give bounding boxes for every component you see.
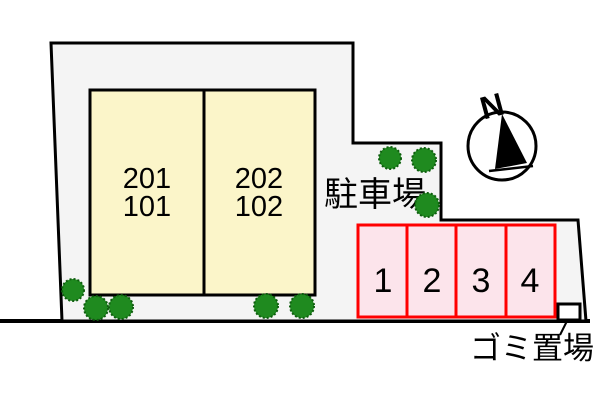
parking-stall-number-2: 2	[423, 262, 442, 300]
parking-stall-number-1: 1	[374, 262, 393, 300]
building-1-upper-label: 201	[123, 163, 171, 195]
building-1-lower-label: 101	[123, 191, 171, 223]
parking-lot-label: 駐車場	[324, 176, 426, 214]
garbage-leader-line	[559, 320, 568, 336]
tree-icon	[83, 295, 109, 321]
building-unit-1	[88, 88, 206, 297]
tree-icon	[289, 293, 315, 319]
compass-needle	[495, 114, 527, 169]
tree-icon	[61, 278, 85, 302]
garbage-box-marker	[556, 302, 582, 322]
parking-stall-number-4: 4	[521, 262, 540, 300]
building-2-upper-label: 202	[235, 163, 283, 195]
garbage-area-label: ゴミ置場	[470, 331, 594, 366]
tree-icon	[378, 146, 402, 170]
compass-north-icon: N	[466, 86, 538, 182]
tree-icon	[411, 147, 437, 173]
tree-icon	[414, 192, 440, 218]
building-2-lower-label: 102	[235, 191, 283, 223]
tree-row	[61, 146, 440, 321]
tree-icon	[108, 294, 134, 320]
tree-icon	[253, 293, 279, 319]
compass-needle-base	[488, 164, 534, 173]
building-unit-2	[202, 88, 317, 297]
parking-stall-number-3: 3	[472, 262, 491, 300]
